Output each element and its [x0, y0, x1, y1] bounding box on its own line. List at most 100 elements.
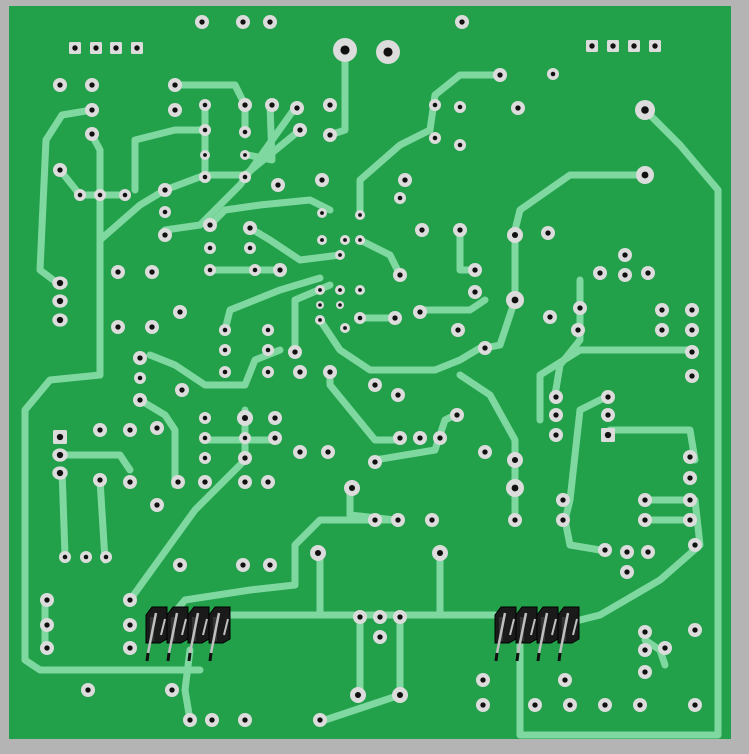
copper-trace: [356, 236, 404, 279]
drill-hole: [207, 222, 213, 228]
drill-hole: [397, 272, 403, 278]
drill-hole: [242, 479, 248, 485]
drill-hole: [687, 517, 693, 523]
header-pin-tip: [145, 652, 150, 662]
drill-hole: [292, 349, 298, 355]
header-pin: [167, 612, 179, 654]
drill-hole: [320, 211, 324, 215]
drill-hole: [589, 43, 595, 49]
drill-hole: [319, 177, 325, 183]
drill-hole: [318, 288, 322, 292]
drill-hole: [622, 252, 628, 258]
header-pin: [509, 618, 515, 636]
drill-hole: [642, 629, 648, 635]
drill-hole: [207, 245, 213, 251]
drill-hole: [137, 355, 143, 361]
drill-hole: [179, 387, 185, 393]
drill-hole: [645, 270, 651, 276]
drill-hole: [689, 307, 695, 313]
drill-hole: [432, 102, 438, 108]
drill-hole: [242, 435, 248, 441]
header-pin-tip: [494, 652, 499, 662]
drill-hole: [652, 43, 658, 49]
drill-hole: [610, 43, 616, 49]
drill-hole: [175, 479, 181, 485]
drill-hole: [340, 45, 350, 55]
drill-hole: [497, 72, 503, 78]
drill-hole: [149, 324, 155, 330]
drill-hole: [602, 702, 608, 708]
drill-hole: [242, 174, 248, 180]
drill-hole: [202, 455, 208, 461]
drill-hole: [56, 433, 64, 441]
drill-hole: [97, 477, 103, 483]
drill-hole: [93, 45, 99, 51]
drill-hole: [637, 702, 643, 708]
drill-hole: [417, 435, 423, 441]
drill-hole: [327, 102, 333, 108]
drill-hole: [243, 153, 247, 157]
drill-hole: [162, 209, 168, 215]
drill-hole: [252, 267, 258, 273]
drill-hole: [397, 435, 403, 441]
drill-hole: [348, 484, 356, 492]
copper-trace: [481, 231, 519, 352]
drill-hole: [207, 267, 213, 273]
drill-hole: [436, 549, 444, 557]
copper-trace: [316, 316, 489, 374]
drill-hole: [480, 702, 486, 708]
drill-hole: [560, 517, 566, 523]
drill-hole: [297, 449, 303, 455]
drill-hole: [472, 267, 478, 273]
drill-hole: [85, 687, 91, 693]
drill-hole: [562, 677, 568, 683]
drill-hole: [202, 479, 208, 485]
drill-hole: [511, 296, 519, 304]
copper-trace: [246, 224, 344, 264]
drill-hole: [377, 634, 383, 640]
drill-hole: [659, 307, 665, 313]
drill-hole: [222, 369, 228, 375]
header-pin-tip: [557, 652, 562, 662]
copper-trace: [606, 426, 699, 464]
drill-hole: [162, 232, 168, 238]
drill-hole: [267, 562, 273, 568]
drill-hole: [242, 455, 248, 461]
header-pin-tip: [208, 652, 213, 662]
drill-hole: [115, 269, 121, 275]
drill-hole: [44, 645, 50, 651]
drill-hole: [127, 427, 133, 433]
drill-hole: [357, 614, 363, 620]
drill-hole: [454, 412, 460, 418]
header-pin: [188, 612, 200, 654]
drill-hole: [162, 187, 168, 193]
drill-hole: [358, 238, 362, 242]
drill-hole: [687, 475, 693, 481]
drill-hole: [202, 127, 208, 133]
drill-hole: [154, 502, 160, 508]
drill-hole: [662, 645, 668, 651]
drill-hole: [325, 449, 331, 455]
header-pin: [181, 618, 187, 636]
drill-hole: [642, 517, 648, 523]
drill-hole: [372, 517, 378, 523]
copper-trace: [576, 496, 704, 624]
drill-hole: [689, 327, 695, 333]
drill-hole: [604, 431, 612, 439]
drill-hole: [83, 554, 89, 560]
copper-trace: [516, 106, 722, 739]
drill-hole: [77, 192, 83, 198]
drill-hole: [269, 102, 275, 108]
drill-hole: [687, 497, 693, 503]
drill-hole: [511, 231, 519, 239]
drill-hole: [642, 669, 648, 675]
copper-trace: [42, 106, 96, 144]
drill-hole: [137, 375, 143, 381]
drill-hole: [272, 415, 278, 421]
drill-hole: [169, 687, 175, 693]
copper-trace: [146, 346, 284, 389]
pin-headers: [145, 606, 580, 662]
drill-hole: [532, 702, 538, 708]
drill-hole: [553, 394, 559, 400]
copper-trace: [156, 516, 399, 634]
